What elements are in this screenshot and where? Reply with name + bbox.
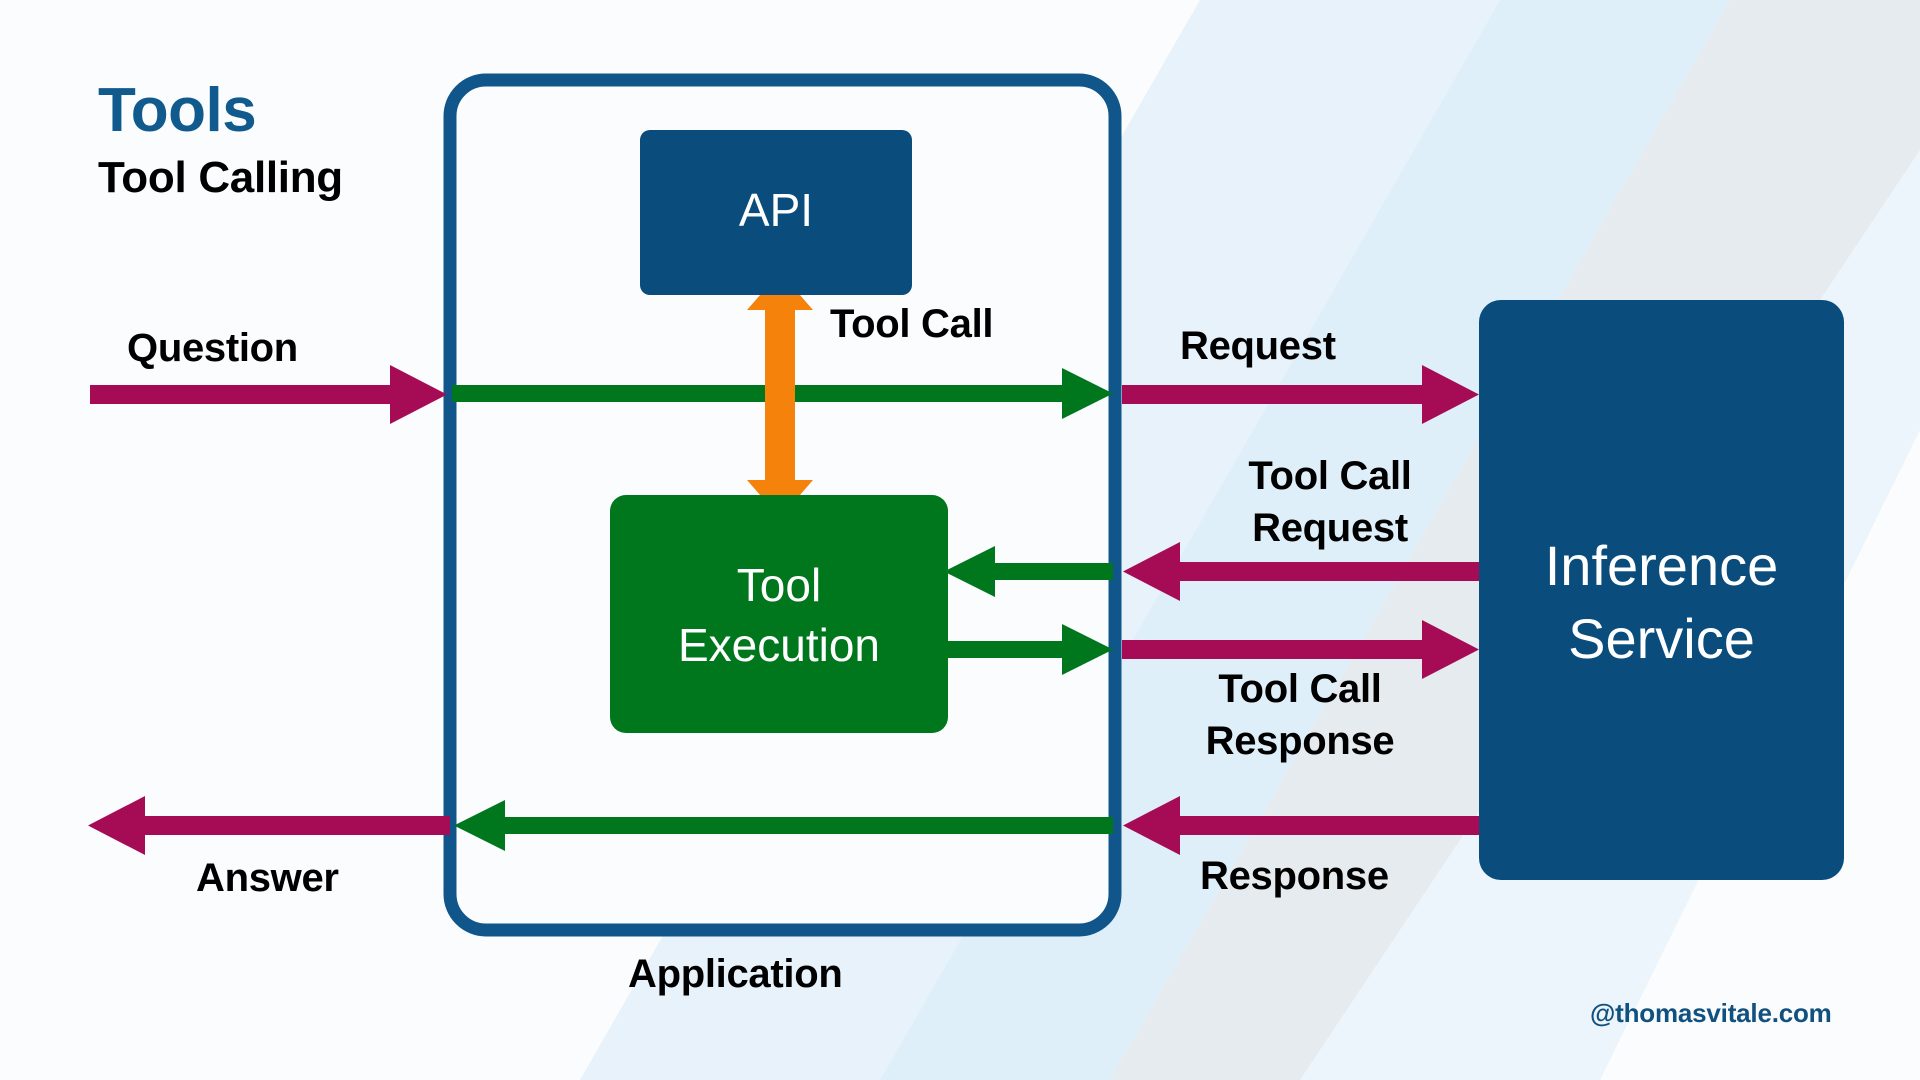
green-arrow-tool-call-response-out (946, 624, 1113, 675)
watermark: @thomasvitale.com (1590, 998, 1832, 1028)
tool-execution-label-line1: Tool (736, 559, 822, 611)
green-arrow-tool-call-out (452, 368, 1113, 419)
inference-service-box (1479, 300, 1844, 880)
crimson-arrow-tool-call-response (1122, 620, 1479, 679)
crimson-arrow-answer (88, 796, 450, 855)
flow-label-question: Question (127, 326, 298, 370)
page-title: Tools (98, 76, 257, 145)
flow-label-request: Request (1180, 324, 1336, 368)
flow-label-response: Response (1200, 854, 1389, 898)
page-subtitle: Tool Calling (98, 153, 343, 202)
green-arrow-answer-internal (454, 800, 1113, 851)
flow-label-tool-call: Tool Call (830, 302, 994, 346)
application-label: Application (628, 952, 843, 996)
crimson-arrow-response (1123, 796, 1480, 855)
tool-execution-box (610, 495, 948, 733)
flow-label-tool-call-response-line2: Response (1205, 719, 1395, 763)
api-box-label: API (738, 184, 814, 236)
flow-label-tool-call-response-line1: Tool Call (1218, 667, 1382, 711)
crimson-arrow-request (1122, 365, 1479, 424)
crimson-arrow-question (90, 365, 447, 424)
inference-service-label-line1: Inference (1544, 534, 1779, 597)
inference-service-label-line2: Service (1568, 607, 1755, 670)
api-box (640, 130, 912, 295)
crimson-arrow-tool-call-request (1123, 542, 1480, 601)
flow-label-tool-call-request-line1: Tool Call (1248, 454, 1412, 498)
flow-label-answer: Answer (196, 856, 339, 900)
flow-label-tool-call-request-line2: Request (1252, 506, 1408, 550)
tool-execution-label-line2: Execution (677, 619, 880, 671)
green-arrow-tool-call-request-in (944, 546, 1113, 597)
